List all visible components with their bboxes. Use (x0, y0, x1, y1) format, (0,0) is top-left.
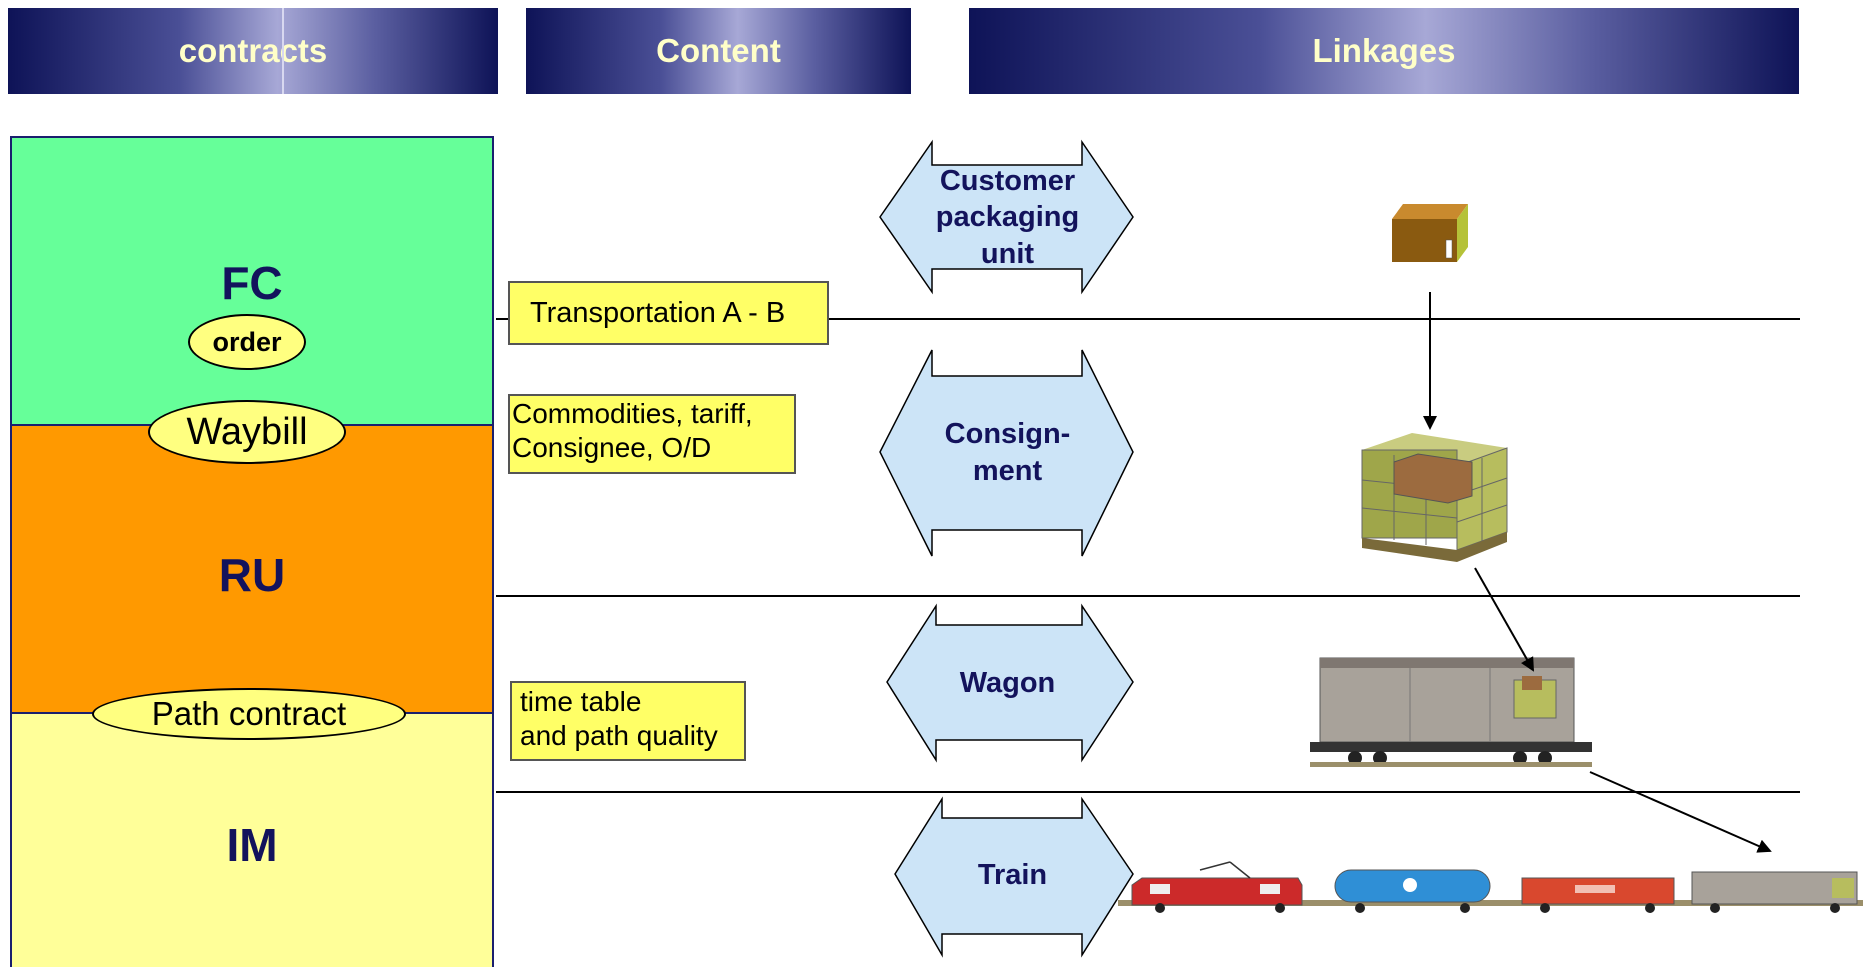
header-divider (282, 8, 284, 94)
consignment-label: Consign- ment (910, 410, 1105, 495)
wagon-icon (1310, 657, 1592, 767)
connector-wagon-to-train (1589, 771, 1772, 853)
customer-line-3: unit (980, 237, 1035, 270)
customer-arrow (879, 139, 1134, 295)
header-content-label: Content (656, 32, 781, 69)
band-im: IM (10, 712, 494, 967)
wagon-label: Wagon (910, 662, 1105, 704)
order-oval: order (188, 314, 306, 370)
commodities-line-2: Consignee, O/D (512, 431, 712, 463)
train-icon (1118, 861, 1863, 913)
customer-line-1: Customer (939, 165, 1076, 198)
consignment-line-2: ment (972, 454, 1043, 487)
waybill-label: Waybill (186, 410, 308, 453)
train-label-text: Train (977, 858, 1048, 891)
order-label: order (212, 326, 282, 357)
box-icon (1392, 204, 1468, 262)
wagon-arrow (886, 603, 1134, 763)
customer-line-2: packaging (935, 201, 1080, 234)
separator-3 (496, 791, 1800, 793)
waybill-oval: Waybill (148, 400, 346, 464)
transport-note-text: Transportation A - B (530, 296, 786, 329)
transport-note: Transportation A - B (508, 281, 829, 345)
train-arrow (894, 796, 1134, 958)
header-contracts: contracts (8, 8, 498, 94)
customer-packaging-label: Customer packaging unit (910, 160, 1105, 275)
consignment-line-1: Consign- (944, 418, 1071, 451)
band-fc: FC (10, 136, 494, 426)
band-ru: RU (10, 424, 494, 714)
band-im-label: IM (226, 819, 278, 871)
timetable-note: time table and path quality (510, 681, 746, 761)
separator-1 (496, 318, 1800, 320)
commodities-line-1: Commodities, tariff, (512, 398, 753, 429)
train-label: Train (915, 854, 1110, 896)
consignment-arrow (879, 349, 1134, 557)
header-linkages: Linkages (969, 8, 1799, 94)
path-contract-label: Path contract (151, 695, 347, 732)
commodities-note: Commodities, tariff, Consignee, O/D (508, 394, 796, 474)
separator-2 (496, 595, 1800, 597)
timetable-line-1: time table (520, 686, 642, 717)
pallet-icon (1361, 433, 1508, 562)
band-fc-label: FC (221, 257, 283, 309)
band-ru-label: RU (218, 549, 286, 601)
header-content: Content (526, 8, 911, 94)
header-contracts-label: contracts (178, 32, 328, 69)
path-contract-oval: Path contract (92, 688, 406, 740)
header-linkages-label: Linkages (1312, 32, 1456, 69)
timetable-line-2: and path quality (520, 719, 718, 751)
wagon-label-text: Wagon (959, 666, 1056, 699)
connector-pallet-to-wagon (1474, 567, 1534, 672)
